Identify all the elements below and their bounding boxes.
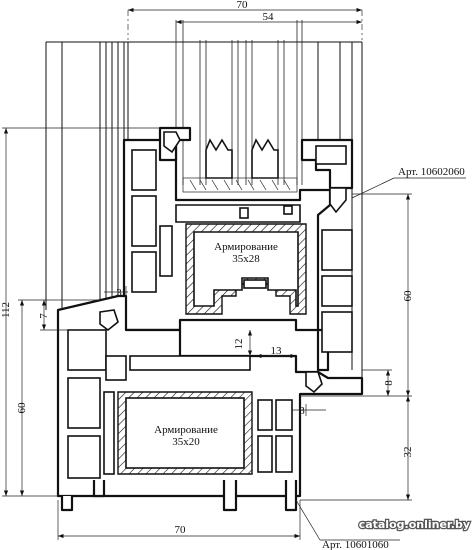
- right-frame-lines: [317, 42, 363, 380]
- article-bottom-label: Арт. 10601060: [322, 539, 389, 550]
- dim-gap-3-upper: 3: [116, 287, 122, 299]
- outer-frame-lines: [45, 41, 362, 310]
- watermark: catalog.onliner.by: [357, 517, 471, 533]
- dim-bottom-70: 70: [175, 524, 187, 536]
- reinforcement-bottom-size: 35x20: [172, 436, 200, 448]
- dim-13: 13: [271, 345, 283, 357]
- dimension-lines: [2, 7, 466, 541]
- dim-right-60: 60: [402, 290, 414, 302]
- dim-right-32: 32: [402, 447, 414, 458]
- reinforcement-top-label: Армирование: [214, 241, 278, 253]
- dim-12: 12: [233, 339, 245, 350]
- dim-right-8: 8: [383, 380, 395, 386]
- frame-profile: [56, 294, 364, 512]
- dim-left-112: 112: [0, 302, 12, 318]
- svg-text:catalog.onliner.by: catalog.onliner.by: [359, 518, 470, 531]
- dim-top-70: 70: [237, 0, 249, 11]
- dim-gap-3-lower: 3: [299, 405, 305, 417]
- dim-left-60: 60: [16, 402, 28, 414]
- dim-top-54: 54: [263, 11, 275, 23]
- reinforcement-35x28: [185, 223, 307, 315]
- reinforcement-top-size: 35x28: [232, 253, 260, 265]
- article-top-label: Арт. 10602060: [398, 166, 465, 178]
- dim-left-7: 7: [38, 313, 50, 319]
- reinforcement-bottom-label: Армирование: [154, 424, 218, 436]
